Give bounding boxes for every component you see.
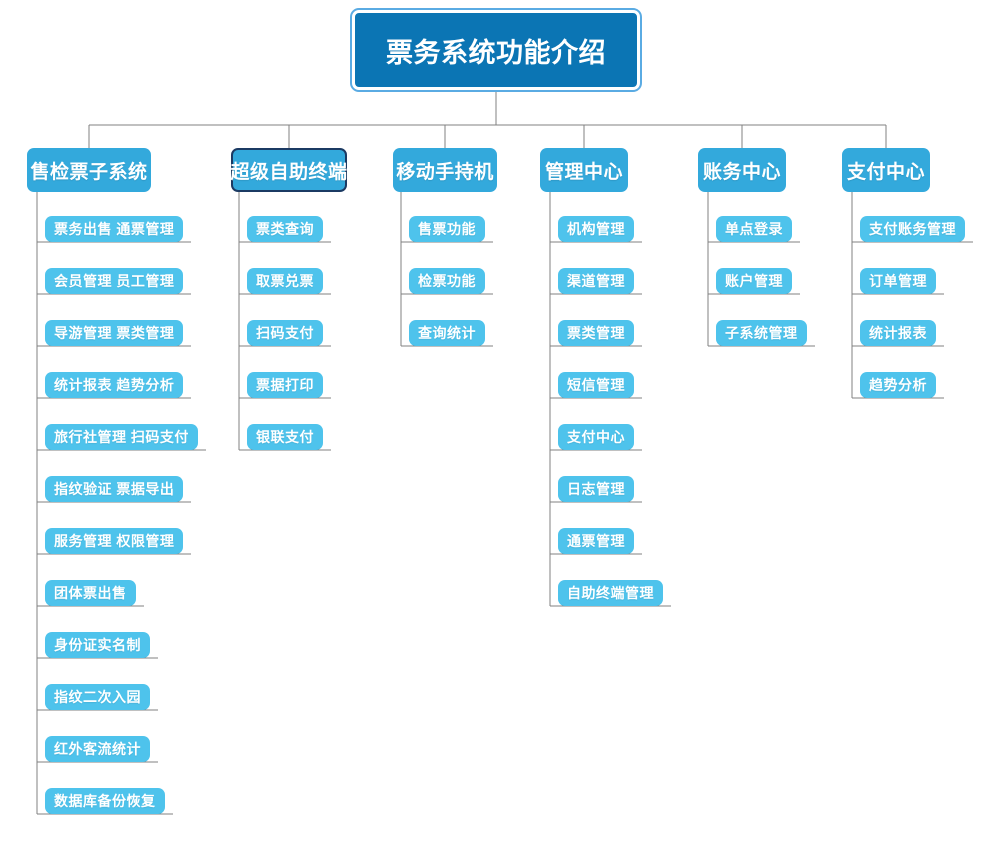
leaf-node-label: 服务管理 权限管理 [54, 533, 175, 549]
leaf-node[interactable]: 团体票出售 [45, 580, 136, 606]
leaf-node[interactable]: 订单管理 [860, 268, 936, 294]
leaf-node[interactable]: 票类管理 [558, 320, 634, 346]
leaf-node[interactable]: 机构管理 [558, 216, 634, 242]
leaf-node[interactable]: 取票兑票 [247, 268, 323, 294]
leaf-node-label: 机构管理 [567, 221, 625, 237]
branch-node-3[interactable]: 移动手持机 [393, 148, 497, 192]
leaf-node-label: 子系统管理 [725, 325, 798, 341]
leaf-node[interactable]: 指纹二次入园 [45, 684, 150, 710]
leaf-node[interactable]: 统计报表 趋势分析 [45, 372, 184, 398]
leaf-node-label: 自助终端管理 [567, 585, 654, 601]
leaf-node-label: 银联支付 [256, 429, 314, 445]
branch-node-label: 移动手持机 [396, 161, 494, 183]
leaf-node-label: 趋势分析 [869, 377, 927, 393]
leaf-node[interactable]: 查询统计 [409, 320, 485, 346]
branch-node-label: 售检票子系统 [30, 161, 148, 183]
leaf-node-label: 支付账务管理 [869, 221, 956, 237]
leaf-node-label: 数据库备份恢复 [54, 793, 156, 809]
leaf-node-label: 短信管理 [567, 377, 625, 393]
leaf-node[interactable]: 支付中心 [558, 424, 634, 450]
leaf-node[interactable]: 账户管理 [716, 268, 792, 294]
branch-node-label: 超级自助终端 [230, 161, 348, 183]
leaf-node-label: 导游管理 票类管理 [54, 325, 175, 341]
branch-node-label: 支付中心 [846, 161, 925, 183]
leaf-node-label: 订单管理 [869, 273, 927, 289]
leaf-node[interactable]: 会员管理 员工管理 [45, 268, 184, 294]
root-node-label: 票务系统功能介绍 [386, 37, 606, 68]
leaf-node[interactable]: 票据打印 [247, 372, 323, 398]
leaf-node-label: 统计报表 [869, 325, 927, 341]
leaf-node-label: 身份证实名制 [54, 637, 141, 653]
leaf-node-label: 取票兑票 [256, 273, 314, 289]
branch-node-1[interactable]: 售检票子系统 [27, 148, 151, 192]
leaf-node-label: 团体票出售 [54, 585, 127, 601]
leaf-node[interactable]: 指纹验证 票据导出 [45, 476, 184, 502]
leaf-node-label: 扫码支付 [256, 325, 314, 341]
branch-node-4[interactable]: 管理中心 [540, 148, 628, 192]
leaf-node-label: 票类查询 [256, 221, 314, 237]
leaf-node[interactable]: 检票功能 [409, 268, 485, 294]
leaf-node[interactable]: 导游管理 票类管理 [45, 320, 184, 346]
leaf-node-label: 红外客流统计 [54, 741, 141, 757]
leaf-node-label: 统计报表 趋势分析 [54, 377, 175, 393]
branch-node-label: 账务中心 [702, 161, 781, 183]
leaf-node-label: 通票管理 [567, 533, 625, 549]
branch-node-2[interactable]: 超级自助终端 [231, 148, 347, 192]
leaf-node[interactable]: 旅行社管理 扫码支付 [45, 424, 198, 450]
leaf-node-label: 指纹验证 票据导出 [54, 481, 175, 497]
leaf-node[interactable]: 子系统管理 [716, 320, 807, 346]
leaf-node-label: 会员管理 员工管理 [54, 273, 175, 289]
leaf-node[interactable]: 单点登录 [716, 216, 792, 242]
leaf-node-label: 支付中心 [567, 429, 625, 445]
leaf-node[interactable]: 服务管理 权限管理 [45, 528, 184, 554]
leaf-node[interactable]: 趋势分析 [860, 372, 936, 398]
leaf-node[interactable]: 自助终端管理 [558, 580, 663, 606]
leaf-node[interactable]: 身份证实名制 [45, 632, 150, 658]
leaf-node[interactable]: 扫码支付 [247, 320, 323, 346]
leaf-node-label: 旅行社管理 扫码支付 [54, 429, 189, 445]
leaf-node-label: 单点登录 [725, 221, 783, 237]
leaf-node[interactable]: 售票功能 [409, 216, 485, 242]
leaf-node[interactable]: 票务出售 通票管理 [45, 216, 184, 242]
leaf-node-label: 票务出售 通票管理 [54, 221, 175, 237]
leaf-node[interactable]: 红外客流统计 [45, 736, 150, 762]
root-node[interactable]: 票务系统功能介绍 [350, 8, 642, 92]
branch-node-label: 管理中心 [544, 161, 623, 183]
leaf-node[interactable]: 银联支付 [247, 424, 323, 450]
leaf-node[interactable]: 短信管理 [558, 372, 634, 398]
leaf-node-label: 账户管理 [725, 273, 783, 289]
leaf-node-label: 票据打印 [256, 377, 314, 393]
leaf-node-label: 查询统计 [418, 325, 476, 341]
leaf-node[interactable]: 支付账务管理 [860, 216, 965, 242]
branch-node-6[interactable]: 支付中心 [842, 148, 930, 192]
leaf-node[interactable]: 统计报表 [860, 320, 936, 346]
leaf-node[interactable]: 渠道管理 [558, 268, 634, 294]
branch-node-5[interactable]: 账务中心 [698, 148, 786, 192]
leaf-node[interactable]: 票类查询 [247, 216, 323, 242]
leaf-node-label: 票类管理 [567, 325, 625, 341]
leaf-node[interactable]: 数据库备份恢复 [45, 788, 165, 814]
leaf-node-label: 日志管理 [567, 481, 625, 497]
leaf-node[interactable]: 日志管理 [558, 476, 634, 502]
leaf-node-label: 渠道管理 [567, 273, 625, 289]
leaf-node[interactable]: 通票管理 [558, 528, 634, 554]
leaf-node-label: 检票功能 [418, 273, 476, 289]
leaf-node-label: 售票功能 [418, 221, 476, 237]
leaf-node-label: 指纹二次入园 [54, 689, 141, 705]
